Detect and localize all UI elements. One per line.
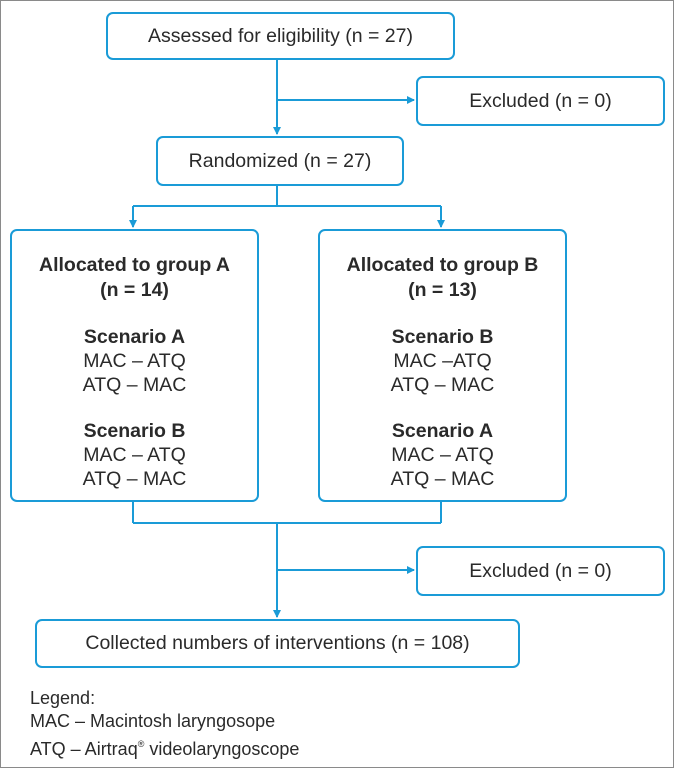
group-b-scenario-1: Scenario B MAC –ATQ ATQ – MAC [320, 325, 565, 397]
legend-title: Legend: [30, 688, 96, 708]
scenario-line: ATQ – MAC [390, 374, 495, 396]
scenario-line: MAC – ATQ [83, 350, 186, 372]
excluded-bottom-label: Excluded (n = 0) [469, 559, 612, 582]
excluded-top-box: Excluded (n = 0) [416, 76, 665, 126]
randomized-label: Randomized (n = 27) [188, 149, 372, 172]
legend-mac: MAC – Macintosh laryngosope [30, 711, 276, 731]
legend: Legend: MAC – Macintosh laryngosope ATQ … [30, 687, 299, 761]
assessed-box: Assessed for eligibility (n = 27) [106, 12, 455, 60]
legend-atq-suffix: videolaryngoscope [144, 739, 300, 759]
group-a-scenario-2: Scenario B MAC – ATQ ATQ – MAC [12, 419, 257, 491]
group-b-box: Allocated to group B (n = 13) Scenario B… [318, 229, 567, 502]
scenario-title: Scenario A [83, 326, 186, 348]
assessed-label: Assessed for eligibility (n = 27) [148, 24, 413, 47]
group-b-count: (n = 13) [408, 279, 477, 301]
group-b-title: Allocated to group B [346, 254, 539, 276]
registered-mark: ® [137, 739, 145, 749]
legend-atq: ATQ – Airtraq® videolaryngoscope [30, 733, 299, 761]
randomized-box: Randomized (n = 27) [156, 136, 404, 186]
scenario-line: ATQ – MAC [82, 468, 187, 490]
group-a-box: Allocated to group A (n = 14) Scenario A… [10, 229, 259, 502]
scenario-line: MAC – ATQ [391, 444, 494, 466]
scenario-line: ATQ – MAC [82, 374, 187, 396]
scenario-line: MAC –ATQ [393, 350, 492, 372]
scenario-title: Scenario B [391, 326, 494, 348]
collected-label: Collected numbers of interventions (n = … [85, 632, 470, 654]
group-b-scenario-2: Scenario A MAC – ATQ ATQ – MAC [320, 419, 565, 491]
group-a-scenario-1: Scenario A MAC – ATQ ATQ – MAC [12, 325, 257, 397]
excluded-top-label: Excluded (n = 0) [469, 89, 612, 112]
scenario-line: MAC – ATQ [83, 444, 186, 466]
legend-atq-prefix: ATQ – Airtraq [30, 739, 138, 759]
scenario-title: Scenario A [391, 420, 494, 442]
scenario-title: Scenario B [83, 420, 186, 442]
collected-box: Collected numbers of interventions (n = … [35, 619, 520, 668]
scenario-line: ATQ – MAC [390, 468, 495, 490]
group-a-title: Allocated to group A [38, 254, 231, 276]
group-a-count: (n = 14) [100, 279, 169, 301]
excluded-bottom-box: Excluded (n = 0) [416, 546, 665, 596]
